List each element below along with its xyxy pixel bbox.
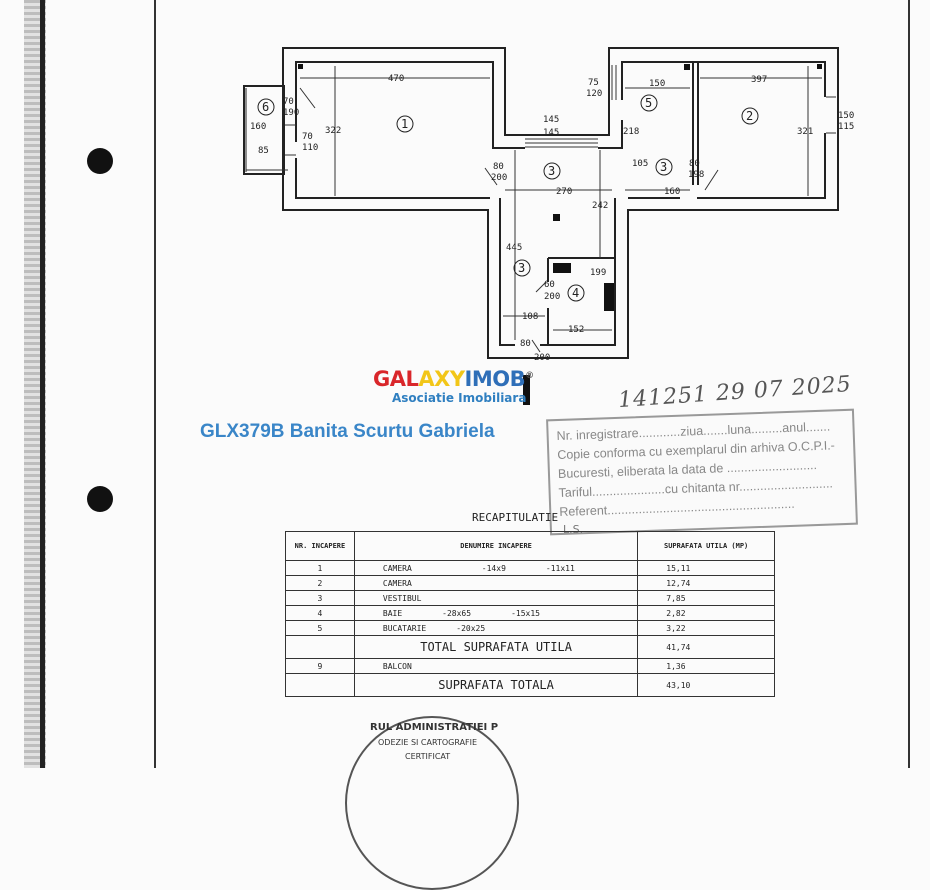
room-number: 3	[518, 261, 525, 275]
room-number: 6	[262, 100, 269, 114]
room-number: 5	[645, 96, 652, 110]
dimension: 321	[797, 127, 813, 137]
dimension: 110	[302, 143, 318, 153]
seal-text: CERTIFICAT	[405, 752, 451, 761]
dimension: 70	[302, 132, 313, 142]
dimension: 218	[623, 127, 639, 137]
dimension: 152	[568, 325, 584, 335]
outer-wall	[282, 47, 839, 359]
recap-table: NR. INCAPERE DENUMIRE INCAPERE SUPRAFATA…	[285, 531, 775, 697]
dimension: 80	[520, 339, 531, 349]
dimension: 200	[491, 173, 507, 183]
floor-plan: 1 2 3 3 3 4 5 6 470 322 160 85 70 190 70…	[243, 47, 854, 405]
logo-subtitle: Asociatie Imobiliara	[392, 391, 527, 405]
punch-hole	[87, 486, 113, 512]
dimension: 199	[590, 268, 606, 278]
dimension: 200	[544, 292, 560, 302]
page-frame-left	[154, 0, 156, 768]
binding-line	[40, 0, 45, 768]
ocpi-copy-stamp: Nr. inregistrare............ziua.......l…	[546, 408, 858, 536]
dimension: 150	[649, 79, 665, 89]
punch-hole	[87, 148, 113, 174]
dimension: 190	[283, 108, 299, 118]
dimension: 105	[632, 159, 648, 169]
dimension: 397	[751, 75, 767, 85]
listing-caption: GLX379B Banita Scurtu Gabriela	[200, 421, 495, 442]
dimension: 75	[588, 78, 599, 88]
dimension: 160	[250, 122, 266, 132]
table-header: NR. INCAPERE DENUMIRE INCAPERE SUPRAFATA…	[285, 531, 775, 561]
seal-text: RUL ADMINISTRATIEI P	[370, 722, 499, 733]
dimension: 160	[664, 187, 680, 197]
balcony	[243, 85, 285, 175]
dimension: 198	[688, 170, 704, 180]
dimension: 115	[838, 122, 854, 132]
dimension: 60	[544, 280, 555, 290]
room-number: 4	[572, 286, 579, 300]
dimension: 145	[543, 115, 559, 125]
dimension: 200	[534, 353, 550, 363]
dimension: 470	[388, 74, 404, 84]
room-number: 2	[746, 109, 753, 123]
dimension: 70	[283, 97, 294, 107]
dimension: 108	[522, 312, 538, 322]
room-number: 3	[660, 160, 667, 174]
recap-title: RECAPITULATIE	[472, 511, 559, 524]
dimension: 150	[838, 111, 854, 121]
dimension: 120	[586, 89, 602, 99]
dimension: 80	[689, 159, 700, 169]
galaxyimob-logo: GALAXYIMOB®	[373, 367, 534, 391]
room-number: 1	[401, 117, 408, 131]
dimension: 145	[543, 128, 559, 138]
page-frame-right	[908, 0, 910, 768]
dimension: 445	[506, 243, 522, 253]
seal-text: ODEZIE SI CARTOGRAFIE	[378, 738, 478, 747]
dimension: 242	[592, 201, 608, 211]
dimension: 85	[258, 146, 269, 156]
inner-wall	[295, 61, 525, 149]
dimension: 80	[493, 162, 504, 172]
dimension: 322	[325, 126, 341, 136]
room-number: 3	[548, 164, 555, 178]
dimension: 270	[556, 187, 572, 197]
